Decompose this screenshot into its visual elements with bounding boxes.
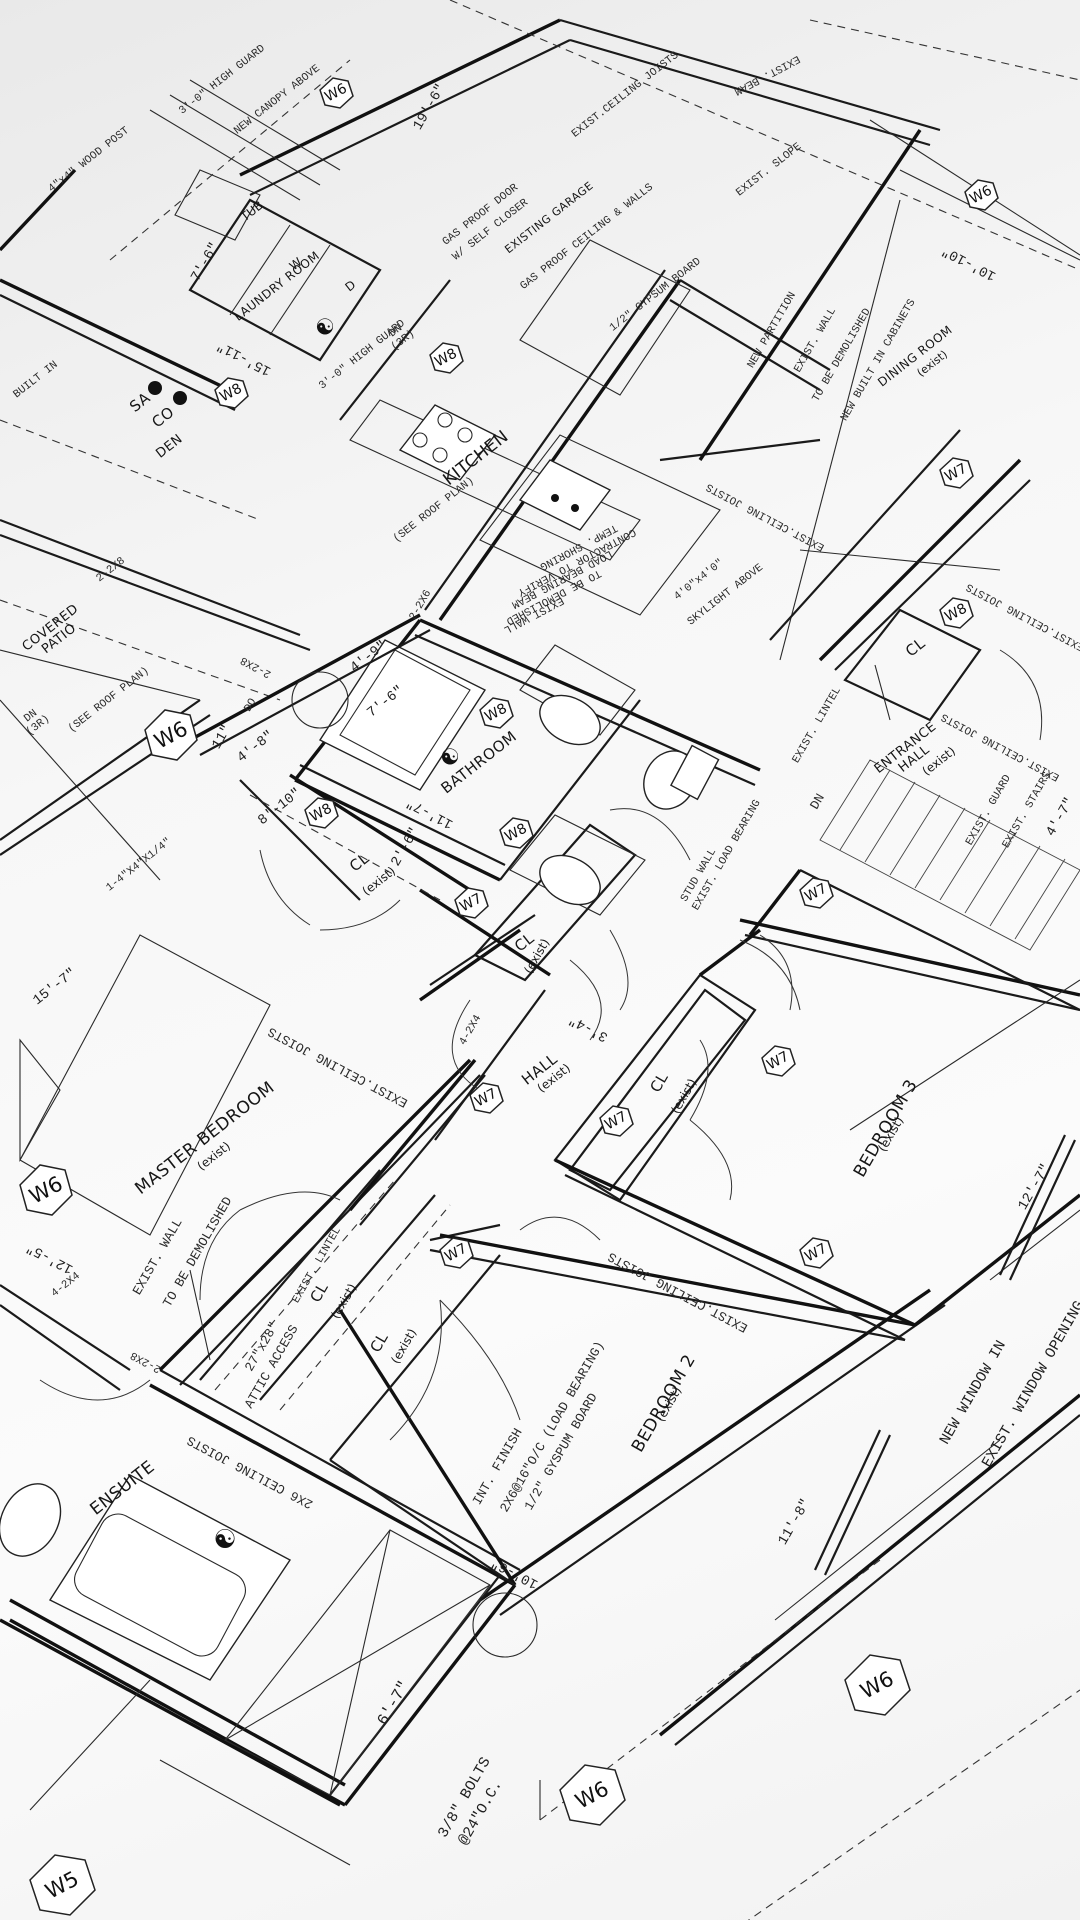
bedroom-2-walls — [199, 1134, 1080, 1920]
kitchen-dining — [339, 199, 1031, 671]
exhaust-fan-icon-ensuite: ☯ — [213, 1525, 237, 1555]
den-patio — [0, 168, 471, 931]
bedroom-3-walls — [554, 928, 1080, 1341]
exhaust-fan-icon-laundry: ☯ — [315, 315, 335, 341]
window-tag-hexes — [19, 77, 999, 1916]
smoke-alarm-icon — [148, 381, 162, 395]
co-alarm-icon — [173, 391, 187, 405]
garage-laundry — [109, 0, 1080, 461]
ensuite-walls — [0, 1369, 538, 1866]
exterior-walls — [0, 918, 1080, 1807]
exhaust-fan-icon-bathroom: ☯ — [440, 745, 460, 771]
entrance-stairs — [748, 608, 1080, 1011]
bathroom-walls — [293, 618, 761, 1011]
hall-walls — [348, 823, 757, 1241]
master-bedroom-walls — [0, 934, 481, 1401]
